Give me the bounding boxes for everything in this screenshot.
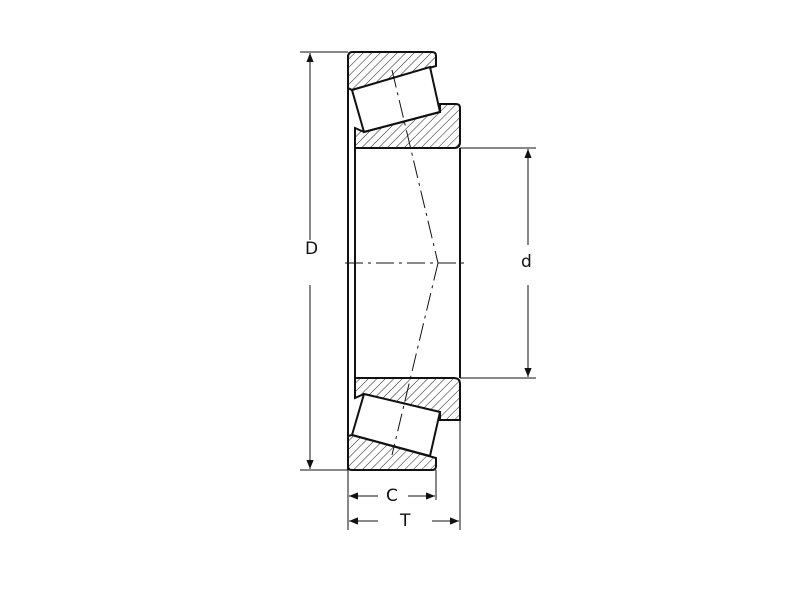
lower-cup [347,433,437,471]
label-T: T [398,511,413,531]
label-d: d [519,252,534,272]
dimension-C-T [347,420,461,530]
center-lines [345,69,465,456]
label-C: C [384,486,400,506]
label-D: D [303,239,321,259]
upper-cone [354,103,461,149]
dimension-d [460,147,536,379]
dimension-D [300,51,348,471]
